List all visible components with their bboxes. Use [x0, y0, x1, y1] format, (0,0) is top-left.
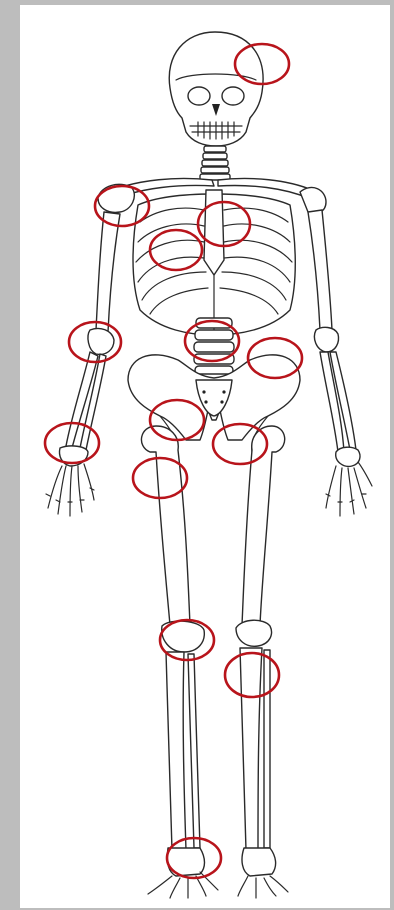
left-foot [238, 848, 288, 898]
right-hand [46, 464, 94, 516]
lumbar-spine [194, 318, 234, 374]
skull [169, 32, 263, 146]
left-hand [326, 462, 372, 516]
left-leg [236, 426, 285, 850]
right-foot [148, 848, 218, 898]
cervical-spine [200, 146, 230, 180]
right-leg [141, 426, 204, 850]
left-arm [308, 210, 360, 466]
